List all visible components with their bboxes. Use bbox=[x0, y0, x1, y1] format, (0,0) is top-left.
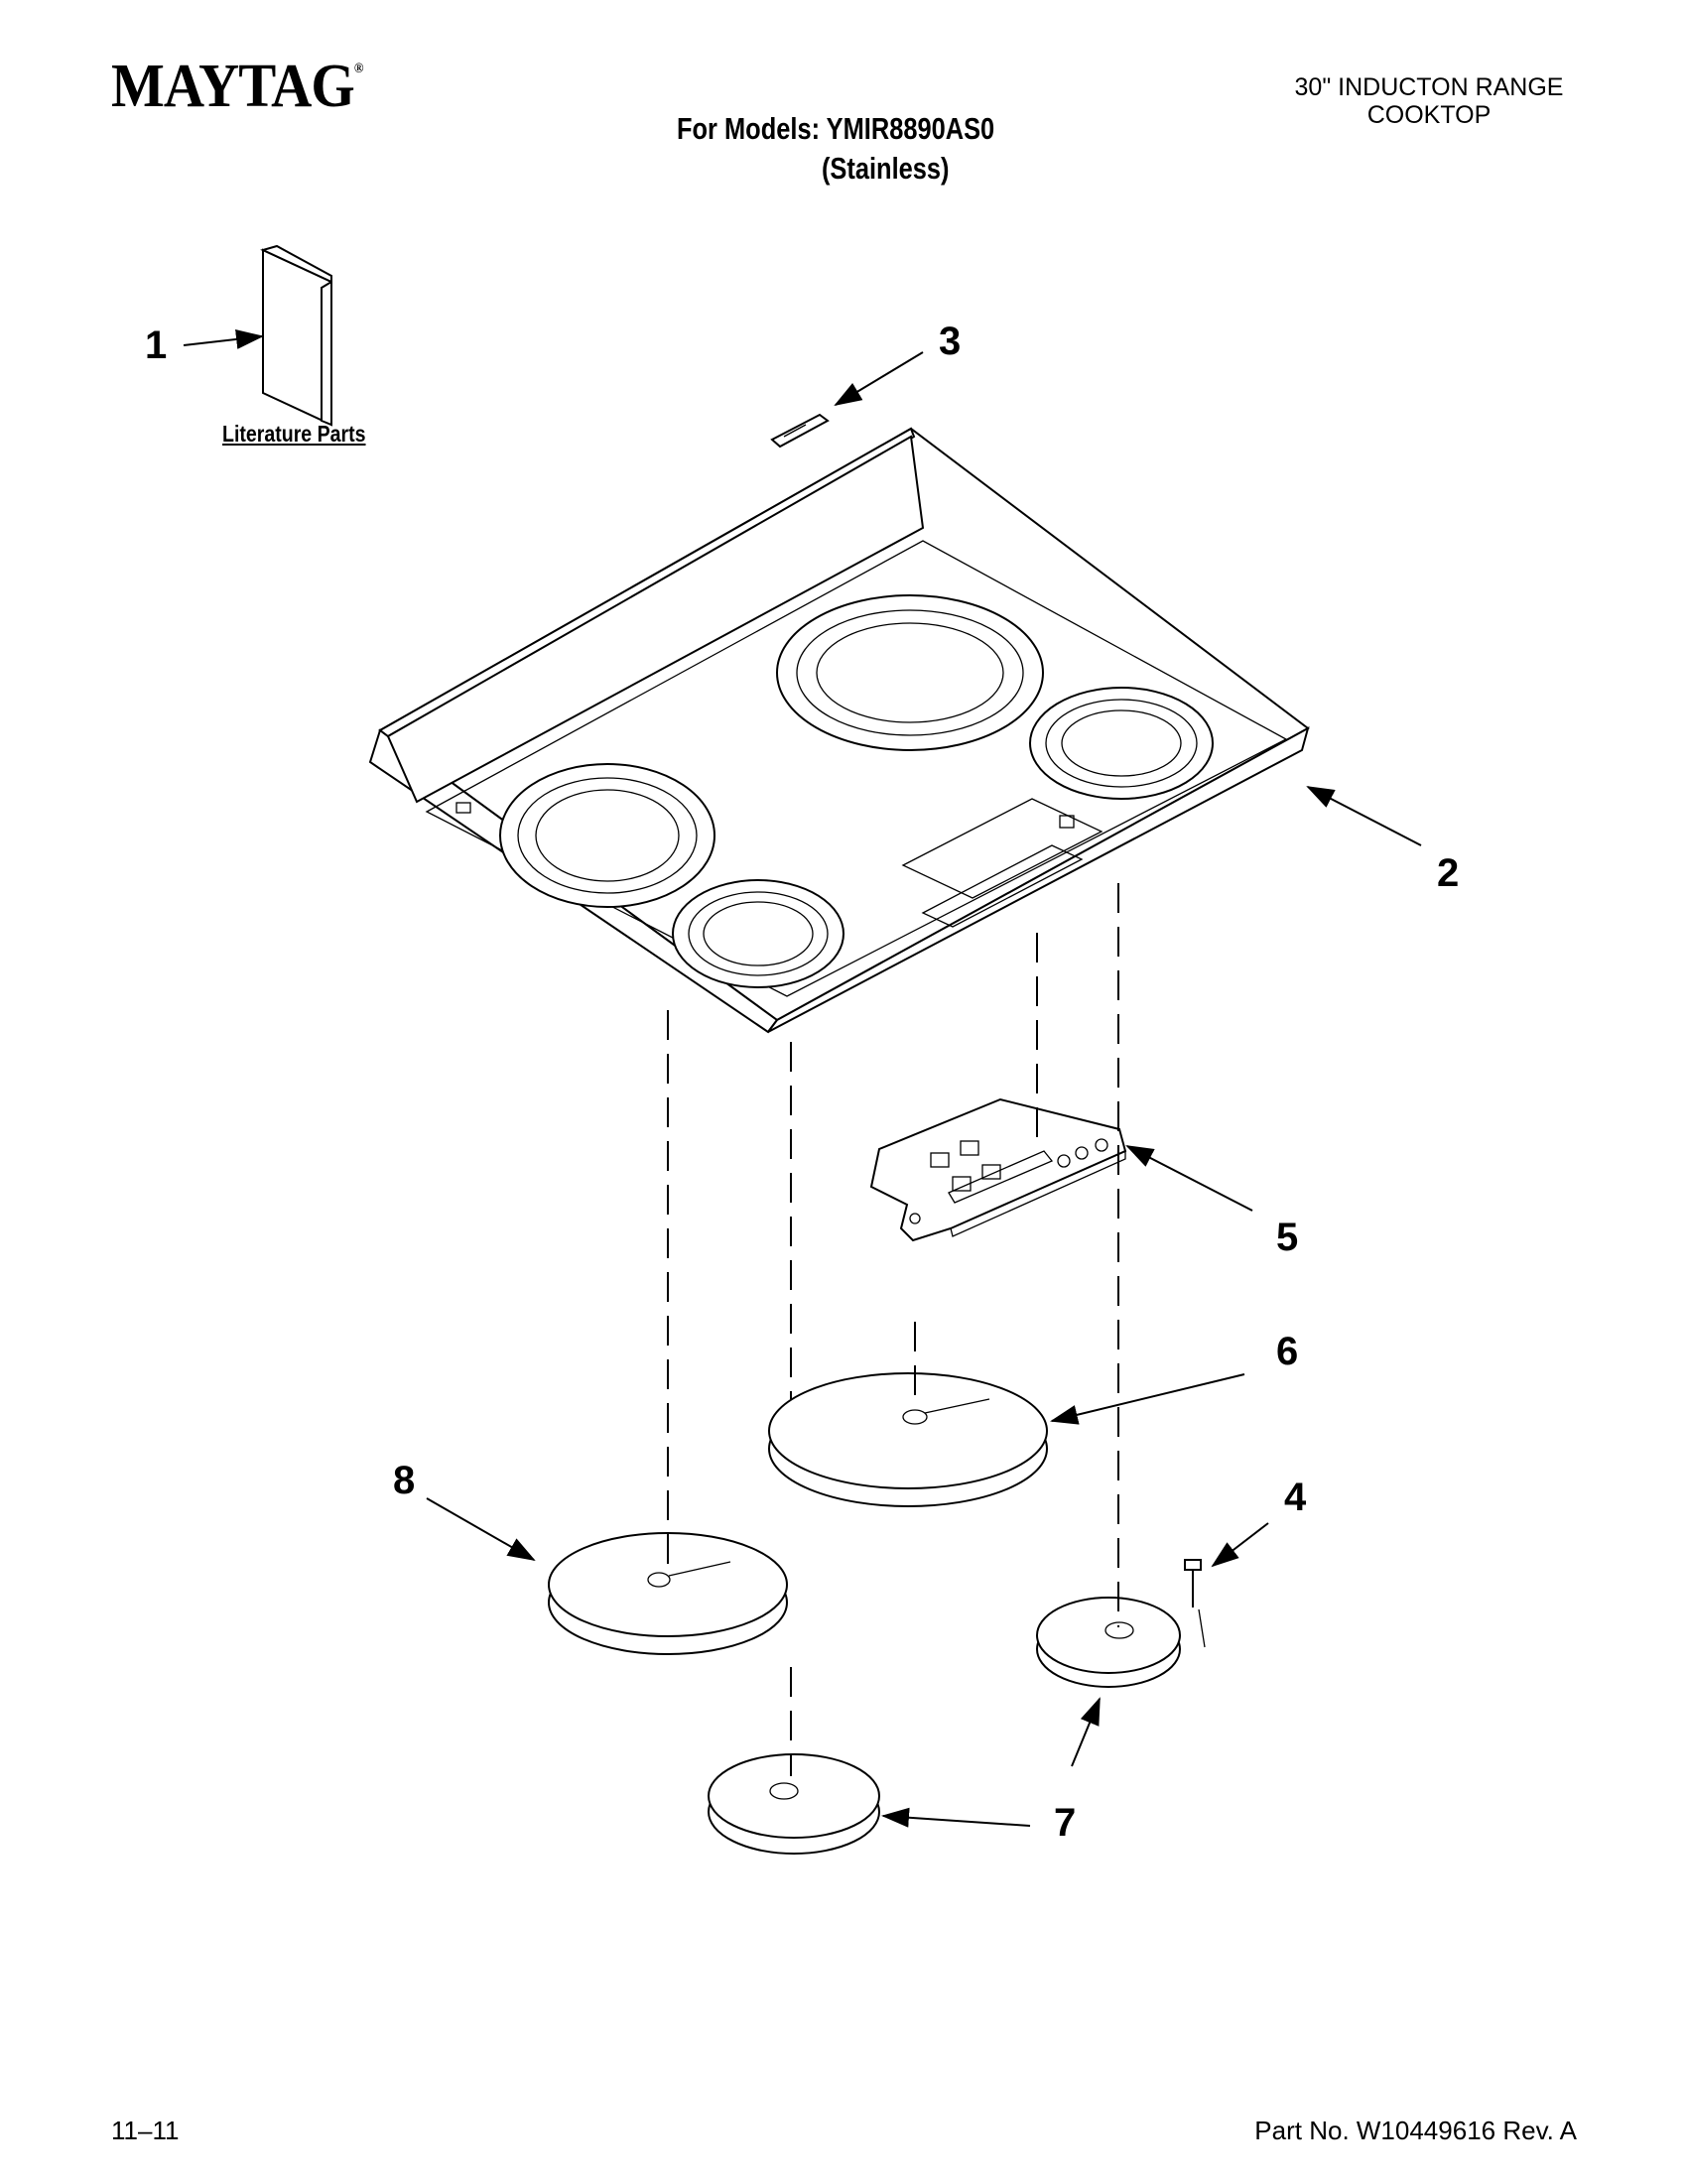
model-info: For Models: YMIR8890AS0 (Stainless) bbox=[677, 109, 994, 189]
callout-4: 4 bbox=[1284, 1476, 1307, 1519]
callout-8: 8 bbox=[393, 1459, 416, 1502]
screw-part bbox=[1184, 1559, 1206, 1648]
part-number: Part No. W10449616 Rev. A bbox=[1254, 2116, 1577, 2145]
callout-5: 5 bbox=[1276, 1216, 1299, 1259]
bracket-part bbox=[770, 413, 830, 449]
brand-name: MAYTAG bbox=[111, 53, 355, 120]
assembly-lines bbox=[667, 883, 1119, 1776]
callout-7-bottom: 7 bbox=[1054, 1801, 1077, 1845]
product-title-line1: 30" INDUCTON RANGE bbox=[1294, 73, 1564, 101]
date-code: 11–11 bbox=[111, 2116, 180, 2145]
literature-booklet bbox=[260, 244, 332, 427]
callout-1: 1 bbox=[145, 323, 168, 367]
leader-arrows bbox=[183, 329, 1422, 1828]
product-title: 30" INDUCTON RANGE COOKTOP bbox=[1280, 73, 1578, 129]
callout-6: 6 bbox=[1276, 1330, 1299, 1373]
model-number: For Models: YMIR8890AS0 bbox=[677, 111, 995, 146]
callout-3: 3 bbox=[939, 320, 962, 363]
right-small-coil bbox=[1036, 1597, 1181, 1688]
product-title-line2: COOKTOP bbox=[1366, 101, 1492, 129]
left-induction-coil bbox=[548, 1532, 788, 1655]
brand-logo: MAYTAG® bbox=[111, 52, 364, 122]
large-induction-coil bbox=[768, 1372, 1048, 1507]
callout-2: 2 bbox=[1437, 851, 1460, 895]
registered-mark: ® bbox=[353, 62, 364, 76]
cooktop-glass bbox=[368, 427, 1310, 1034]
literature-parts-label: Literature Parts bbox=[222, 421, 366, 447]
control-board bbox=[869, 1097, 1127, 1242]
model-finish: (Stainless) bbox=[821, 151, 950, 186]
bottom-small-coil bbox=[708, 1753, 880, 1855]
